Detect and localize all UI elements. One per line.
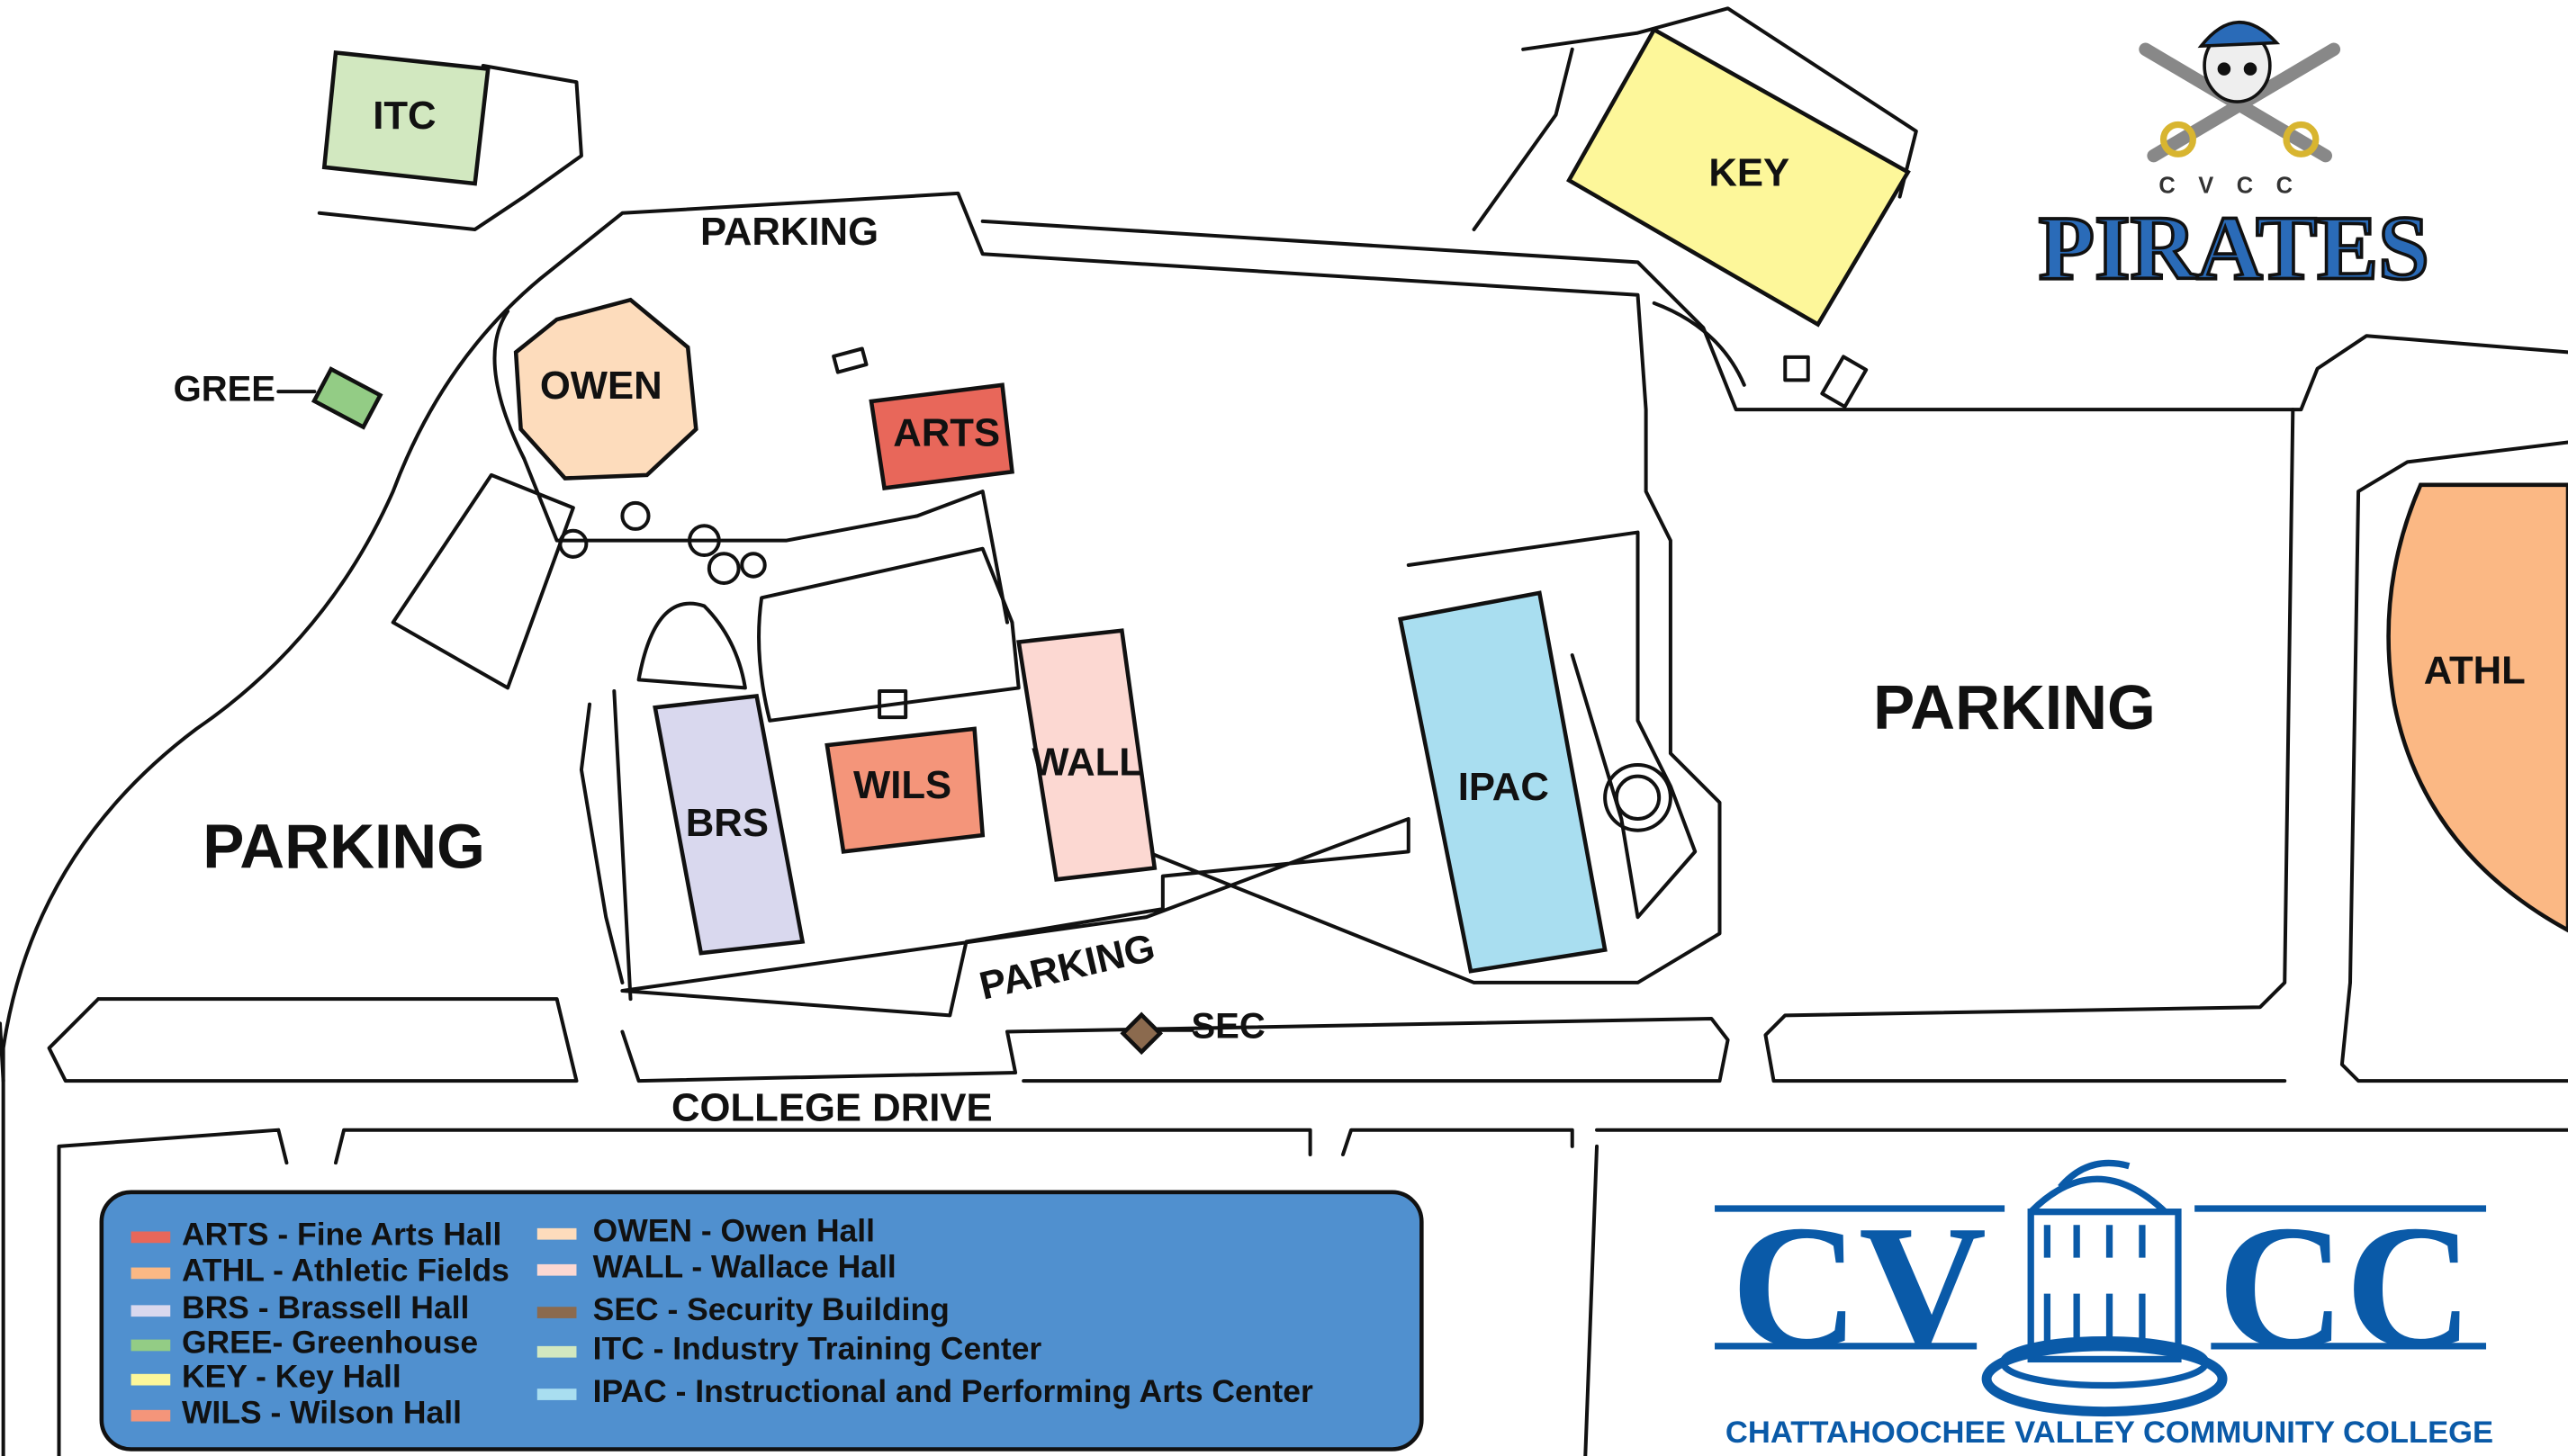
legend-swatch — [536, 1263, 577, 1276]
pirates-logo-cvcc: CVCC — [2158, 173, 2315, 198]
legend-item: KEY - Key Hall — [131, 1359, 401, 1395]
legend-label: SEC - Security Building — [593, 1291, 950, 1327]
building-gree-label: GREE — [174, 370, 275, 409]
building-brs-label: BRS — [686, 801, 769, 845]
cvcc-logo-left: CV — [1731, 1189, 1987, 1385]
legend-swatch — [131, 1339, 171, 1352]
legend-swatch — [131, 1267, 171, 1280]
building-key-label: KEY — [1708, 150, 1789, 194]
legend-label: GREE- Greenhouse — [182, 1324, 478, 1360]
legend-item: BRS - Brassell Hall — [131, 1290, 469, 1326]
cvcc-logo: CV CC CHATTAHOOCHEE VALLEY COMMUNITY COL… — [1715, 1159, 2493, 1450]
parking-label-north: PARKING — [700, 210, 879, 254]
legend-swatch — [536, 1307, 577, 1318]
building-itc[interactable]: ITC — [321, 49, 491, 186]
road-outlines — [0, 6, 2568, 1456]
building-wils[interactable]: WILS — [824, 726, 986, 854]
building-wall-label: WALL — [1032, 740, 1143, 784]
building-itc-label: ITC — [373, 94, 436, 138]
legend-item: SEC - Security Building — [536, 1291, 950, 1327]
building-owen-shape — [513, 297, 698, 481]
legend-label: IPAC - Instructional and Performing Arts… — [593, 1373, 1313, 1409]
parking-label-east: PARKING — [1873, 672, 2156, 742]
building-arts[interactable]: ARTS — [869, 382, 1014, 490]
building-wall[interactable]: WALL — [1016, 628, 1158, 882]
building-gree[interactable]: GREE — [174, 366, 383, 430]
legend-item: WALL - Wallace Hall — [536, 1249, 897, 1285]
building-arts-shape — [869, 382, 1014, 490]
legend-label: WALL - Wallace Hall — [593, 1249, 897, 1285]
cvcc-logo-right: CC — [2218, 1189, 2473, 1385]
building-owen[interactable]: OWEN — [513, 297, 698, 481]
building-itc-shape — [321, 49, 491, 186]
tower-icon — [1981, 1159, 2228, 1417]
building-wils-label: WILS — [853, 763, 951, 807]
legend-label: ATHL - Athletic Fields — [182, 1252, 509, 1288]
legend-swatch — [536, 1345, 577, 1358]
building-ipac-shape — [1398, 590, 1608, 974]
building-brs-shape — [653, 694, 806, 956]
building-gree-shape — [311, 366, 383, 430]
legend-swatch — [131, 1231, 171, 1244]
building-ipac[interactable]: IPAC — [1398, 590, 1608, 974]
legend-label: ARTS - Fine Arts Hall — [182, 1216, 501, 1252]
legend-swatch — [536, 1389, 577, 1400]
cvcc-logo-full-name: CHATTAHOOCHEE VALLEY COMMUNITY COLLEGE — [1726, 1416, 2493, 1450]
legend-label: OWEN - Owen Hall — [593, 1213, 875, 1249]
building-sec-shape — [1120, 1011, 1164, 1056]
legend-item: WILS - Wilson Hall — [131, 1395, 462, 1431]
building-sec-label: SEC — [1191, 1006, 1265, 1046]
building-brs[interactable]: BRS — [653, 694, 806, 956]
parking-label-west: PARKING — [203, 812, 485, 882]
building-owen-label: OWEN — [540, 364, 662, 408]
legend-item: IPAC - Instructional and Performing Arts… — [536, 1373, 1313, 1409]
legend-swatch — [536, 1227, 577, 1240]
college-drive-label: COLLEGE DRIVE — [671, 1085, 993, 1129]
building-wall-shape — [1016, 628, 1158, 882]
legend-label: ITC - Industry Training Center — [593, 1331, 1042, 1367]
building-arts-label: ARTS — [893, 411, 1000, 455]
legend-item: OWEN - Owen Hall — [536, 1213, 875, 1249]
building-athl-label: ATHL — [2424, 649, 2526, 693]
building-sec[interactable]: SEC — [1120, 1006, 1266, 1056]
legend-item: ITC - Industry Training Center — [536, 1331, 1042, 1367]
legend-swatch — [131, 1409, 171, 1422]
legend-label: WILS - Wilson Hall — [182, 1395, 462, 1431]
building-athl-shape — [2386, 482, 2568, 933]
building-key[interactable]: KEY — [1566, 26, 1911, 328]
legend-swatch — [131, 1373, 171, 1386]
pirates-logo-name: PIRATES — [2039, 198, 2429, 300]
building-ipac-label: IPAC — [1458, 765, 1549, 809]
pirates-logo: CVCC PIRATES — [2037, 21, 2431, 301]
building-athl[interactable]: ATHL — [2386, 482, 2568, 933]
legend-item: ATHL - Athletic Fields — [131, 1252, 509, 1288]
building-wils-shape — [824, 726, 986, 854]
legend-item: GREE- Greenhouse — [131, 1324, 478, 1360]
legend-label: BRS - Brassell Hall — [182, 1290, 469, 1326]
legend-item: ARTS - Fine Arts Hall — [131, 1216, 501, 1252]
legend-swatch — [131, 1305, 171, 1317]
building-key-shape — [1566, 26, 1911, 328]
legend-label: KEY - Key Hall — [182, 1359, 401, 1395]
